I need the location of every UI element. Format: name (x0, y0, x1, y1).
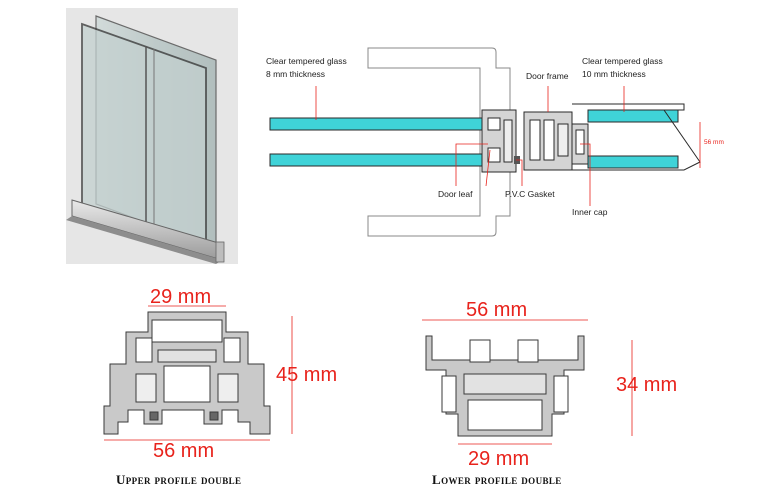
door-leaf-label: Door leaf (438, 189, 473, 199)
glass-right-thickness: 10 mm thickness (582, 69, 646, 79)
door-frame-profile (523, 111, 589, 171)
right-glass-top (587, 109, 679, 123)
glass-left-title: Clear tempered glass (266, 56, 347, 66)
upper-bottom-width: 56 mm (153, 440, 215, 462)
lower-profile-drawing (422, 319, 633, 445)
door-frame-label: Door frame (526, 71, 569, 81)
upper-height: 45 mm (276, 364, 338, 386)
side-dimension-label: 56 mm (704, 139, 724, 146)
lower-top-width: 56 mm (466, 299, 528, 321)
right-glass-bottom (587, 155, 679, 169)
cross-section-drawing (269, 47, 701, 237)
pvc-gasket-label: P.V.C Gasket (505, 189, 555, 199)
upper-profile-caption: Upper profile double (116, 472, 242, 487)
leader-lines (315, 86, 701, 206)
glass-panel-photo (66, 8, 238, 264)
left-glass-top (269, 117, 483, 131)
upper-top-width: 29 mm (150, 286, 212, 308)
glass-right-title: Clear tempered glass (582, 56, 663, 66)
left-glass-bottom (269, 153, 483, 167)
handle-outline (367, 47, 511, 237)
glass-panel-illustration (66, 15, 225, 264)
glass-left-thickness: 8 mm thickness (266, 69, 326, 79)
door-leaf-profile (481, 109, 517, 173)
inner-cap-label: Inner cap (572, 207, 608, 217)
lower-profile-caption: Lower profile double (432, 472, 562, 487)
lower-height: 34 mm (616, 374, 678, 396)
upper-profile-drawing (103, 305, 293, 441)
lower-bottom-width: 29 mm (468, 448, 530, 470)
